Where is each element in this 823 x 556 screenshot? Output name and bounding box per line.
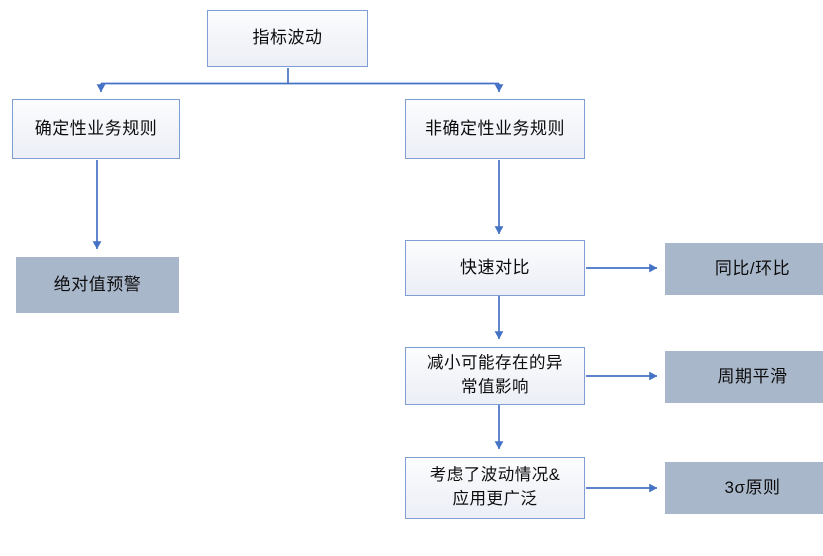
- node-yoy-mom[interactable]: 同比/环比: [665, 243, 823, 295]
- node-consider-fluctuation[interactable]: 考虑了波动情况& 应用更广泛: [405, 457, 585, 519]
- node-root[interactable]: 指标波动: [207, 10, 368, 67]
- node-reduce-outlier-impact[interactable]: 减小可能存在的异 常值影响: [405, 347, 585, 405]
- node-deterministic-rule[interactable]: 确定性业务规则: [12, 99, 180, 159]
- node-absolute-value-alarm[interactable]: 绝对值预警: [16, 257, 179, 313]
- node-quick-compare[interactable]: 快速对比: [405, 240, 585, 296]
- node-cycle-smoothing[interactable]: 周期平滑: [665, 351, 823, 403]
- node-three-sigma-rule[interactable]: 3σ原则: [665, 462, 823, 514]
- node-nondeterministic-rule[interactable]: 非确定性业务规则: [405, 99, 585, 159]
